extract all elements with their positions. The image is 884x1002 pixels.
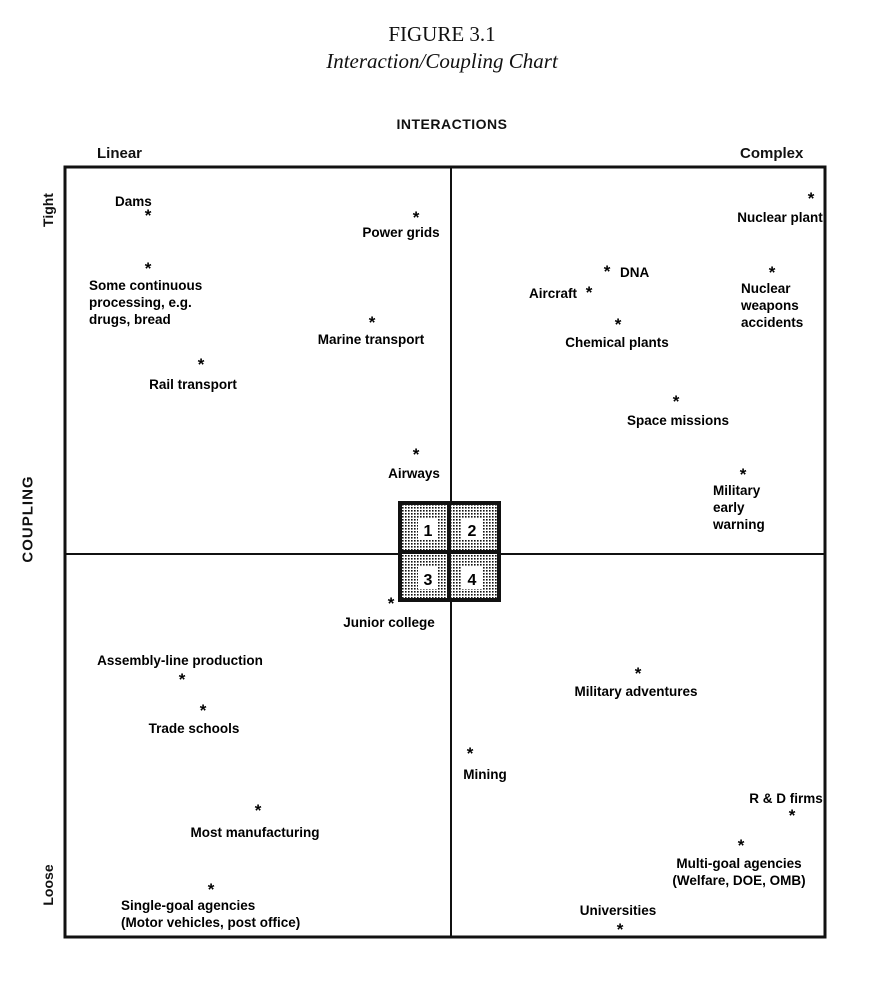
item-continuous-processing: *Some continuous processing, e.g. drugs, b… bbox=[89, 259, 202, 327]
item-assembly-line-production: * Assembly-line production bbox=[97, 653, 263, 689]
item-label: accidents bbox=[741, 315, 803, 330]
item-marker: * bbox=[769, 263, 776, 282]
item-nuclear-plant: * Nuclear plant bbox=[737, 189, 823, 225]
quadrant-4-box bbox=[462, 567, 482, 589]
item-aircraft: * Aircraft bbox=[529, 283, 593, 302]
item-label: drugs, bread bbox=[89, 312, 171, 327]
item-label: weapons bbox=[740, 298, 799, 313]
item-nuclear-weapons-accidents: *Nuclear weapons accidents bbox=[740, 263, 803, 330]
item-mining: * Mining bbox=[463, 744, 507, 782]
item-label: Nuclear plant bbox=[737, 210, 823, 225]
item-label: Marine transport bbox=[318, 332, 425, 347]
item-marker: * bbox=[145, 206, 152, 225]
item-marker: * bbox=[673, 392, 680, 411]
item-junior-college: * Junior college bbox=[343, 594, 435, 630]
item-marker: * bbox=[808, 189, 815, 208]
item-multi-goal-agencies: *Multi-goal agencies (Welfare, DOE, OMB) bbox=[672, 836, 805, 888]
quadrant-4-label: 4 bbox=[468, 572, 477, 589]
item-universities: * Universities bbox=[580, 903, 657, 939]
item-label: Dams bbox=[115, 194, 152, 209]
item-marker: * bbox=[388, 594, 395, 613]
item-single-goal-agencies: *Single-goal agencies (Motor vehicles, po… bbox=[121, 880, 300, 930]
figure-title: Interaction/Coupling Chart bbox=[326, 49, 558, 73]
item-marker: * bbox=[200, 701, 207, 720]
chart-frame bbox=[63, 165, 827, 939]
item-label: Power grids bbox=[362, 225, 439, 240]
item-label: Nuclear bbox=[741, 281, 791, 296]
item-marker: * bbox=[413, 208, 420, 227]
item-marker: * bbox=[789, 806, 796, 825]
item-marker: * bbox=[586, 283, 593, 302]
item-marker: * bbox=[740, 465, 747, 484]
item-label: Aircraft bbox=[529, 286, 578, 301]
quadrant-key: 1 2 3 4 bbox=[398, 501, 501, 602]
chart-items: *Dams*Power grids*Some continuousprocess… bbox=[89, 189, 823, 939]
figure-number: FIGURE 3.1 bbox=[388, 22, 496, 46]
quadrant-2-label: 2 bbox=[468, 523, 477, 540]
item-marker: * bbox=[179, 670, 186, 689]
item-label: Mining bbox=[463, 767, 507, 782]
item-label: Airways bbox=[388, 466, 440, 481]
interactions-axis-title: INTERACTIONS bbox=[396, 116, 508, 132]
item-label: (Welfare, DOE, OMB) bbox=[672, 873, 805, 888]
item-label: Universities bbox=[580, 903, 657, 918]
item-marker: * bbox=[604, 262, 611, 281]
item-label: Military adventures bbox=[574, 684, 697, 699]
item-rail-transport: * Rail transport bbox=[149, 355, 237, 392]
item-marker: * bbox=[738, 836, 745, 855]
item-marker: * bbox=[635, 664, 642, 683]
item-label: R & D firms bbox=[749, 791, 823, 806]
item-label: Space missions bbox=[627, 413, 729, 428]
quadrant-2-box bbox=[462, 518, 482, 540]
item-label: Trade schools bbox=[149, 721, 240, 736]
item-marker: * bbox=[198, 355, 205, 374]
item-label: warning bbox=[712, 517, 765, 532]
item-label: Single-goal agencies bbox=[121, 898, 255, 913]
item-marker: * bbox=[467, 744, 474, 763]
item-label: Multi-goal agencies bbox=[676, 856, 801, 871]
linear-label: Linear bbox=[97, 145, 143, 162]
item-label: Military bbox=[713, 483, 761, 498]
item-r-and-d-firms: *R & D firms bbox=[749, 791, 823, 825]
item-label: Most manufacturing bbox=[190, 825, 319, 840]
item-label: Rail transport bbox=[149, 377, 237, 392]
item-power-grids: *Power grids bbox=[362, 208, 439, 240]
quadrant-3-box bbox=[418, 567, 438, 589]
item-most-manufacturing: * Most manufacturing bbox=[190, 801, 319, 840]
quadrant-1-label: 1 bbox=[424, 523, 433, 540]
item-label: processing, e.g. bbox=[89, 295, 192, 310]
item-label: early bbox=[713, 500, 745, 515]
item-military-early-warning: *Military early warning bbox=[712, 465, 765, 532]
item-marker: * bbox=[208, 880, 215, 899]
item-space-missions: * Space missions bbox=[627, 392, 729, 428]
item-military-adventures: *Military adventures bbox=[574, 664, 697, 699]
quadrant-3-label: 3 bbox=[424, 572, 433, 589]
item-trade-schools: *Trade schools bbox=[149, 701, 240, 736]
complex-label: Complex bbox=[740, 145, 804, 162]
item-marker: * bbox=[369, 313, 376, 332]
item-dams: *Dams bbox=[115, 194, 152, 225]
item-airways: * Airways bbox=[388, 445, 440, 481]
item-marker: * bbox=[413, 445, 420, 464]
item-marker: * bbox=[615, 315, 622, 334]
item-label: Some continuous bbox=[89, 278, 202, 293]
item-label: Assembly-line production bbox=[97, 653, 263, 668]
quadrant-1-box bbox=[418, 518, 438, 540]
item-dna: * DNA bbox=[604, 262, 650, 281]
item-marker: * bbox=[617, 920, 624, 939]
item-label: Chemical plants bbox=[565, 335, 669, 350]
item-label: DNA bbox=[620, 265, 649, 280]
item-marker: * bbox=[255, 801, 262, 820]
item-marker: * bbox=[145, 259, 152, 278]
item-chemical-plants: *Chemical plants bbox=[565, 315, 669, 350]
item-marine-transport: *Marine transport bbox=[318, 313, 425, 347]
item-label: Junior college bbox=[343, 615, 435, 630]
item-label: (Motor vehicles, post office) bbox=[121, 915, 300, 930]
